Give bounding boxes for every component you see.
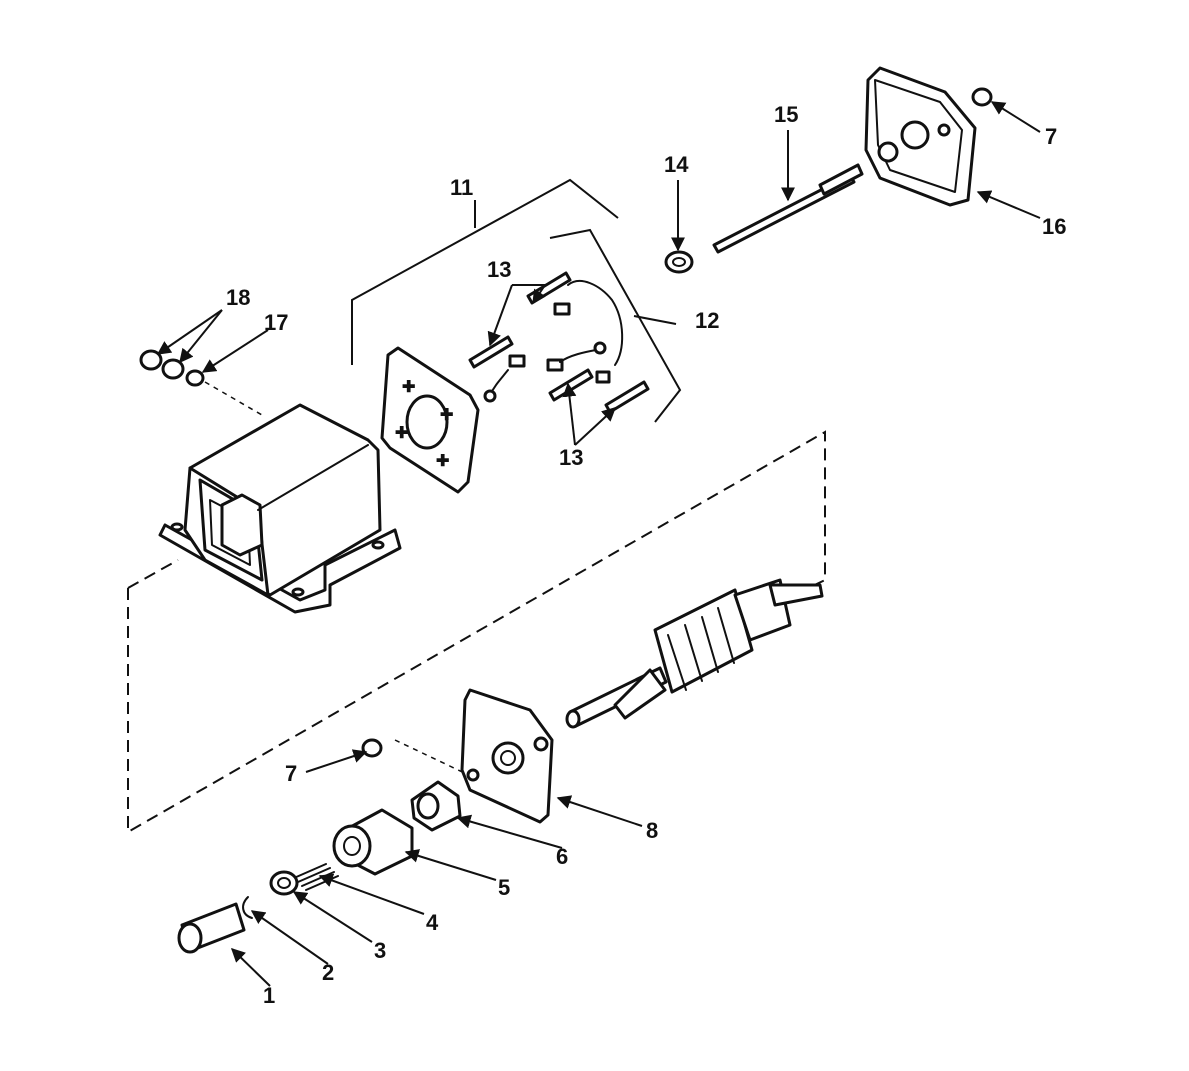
callout-8: 8: [646, 818, 658, 843]
callout-4: 4: [426, 910, 439, 935]
callout-12: 12: [695, 308, 719, 333]
commutator-end-cap: [864, 66, 977, 207]
armature: [565, 578, 824, 729]
through-bolt: [712, 163, 864, 254]
callout-7-upper: 7: [1045, 124, 1057, 149]
callout-14: 14: [664, 152, 689, 177]
brush-plate: ✚ ✚ ✚ ✚: [380, 346, 480, 494]
drive-end-cap: [460, 688, 554, 824]
callout-11: 11: [450, 175, 473, 200]
brush-springs: [468, 271, 650, 414]
callout-17: 17: [264, 310, 288, 335]
callout-16: 16: [1042, 214, 1066, 239]
callout-7-lower: 7: [285, 761, 297, 786]
callout-6: 6: [556, 844, 568, 869]
assembly-brackets: [351, 178, 682, 423]
callout-1: 1: [263, 983, 275, 1008]
svg-text:✚: ✚: [395, 425, 408, 442]
svg-text:✚: ✚: [436, 453, 449, 470]
callout-13-lower: 13: [559, 445, 583, 470]
callout-18: 18: [226, 285, 250, 310]
callout-13-upper: 13: [487, 257, 511, 282]
field-frame-housing: [158, 403, 402, 614]
callout-5: 5: [498, 875, 510, 900]
drive-assembly-parts: [177, 738, 462, 954]
leader-lines: [156, 101, 1041, 987]
hardware-nuts: [139, 87, 993, 387]
thrust-washer: [664, 250, 694, 274]
svg-text:✚: ✚: [402, 379, 415, 396]
callout-3: 3: [374, 938, 386, 963]
callout-15: 15: [774, 102, 798, 127]
callout-2: 2: [322, 960, 334, 985]
svg-text:✚: ✚: [440, 407, 453, 424]
callout-labels: 1 2 3 4 5 6 7 8 11 12 13 13 14 15 16 7 1…: [226, 102, 1066, 1008]
